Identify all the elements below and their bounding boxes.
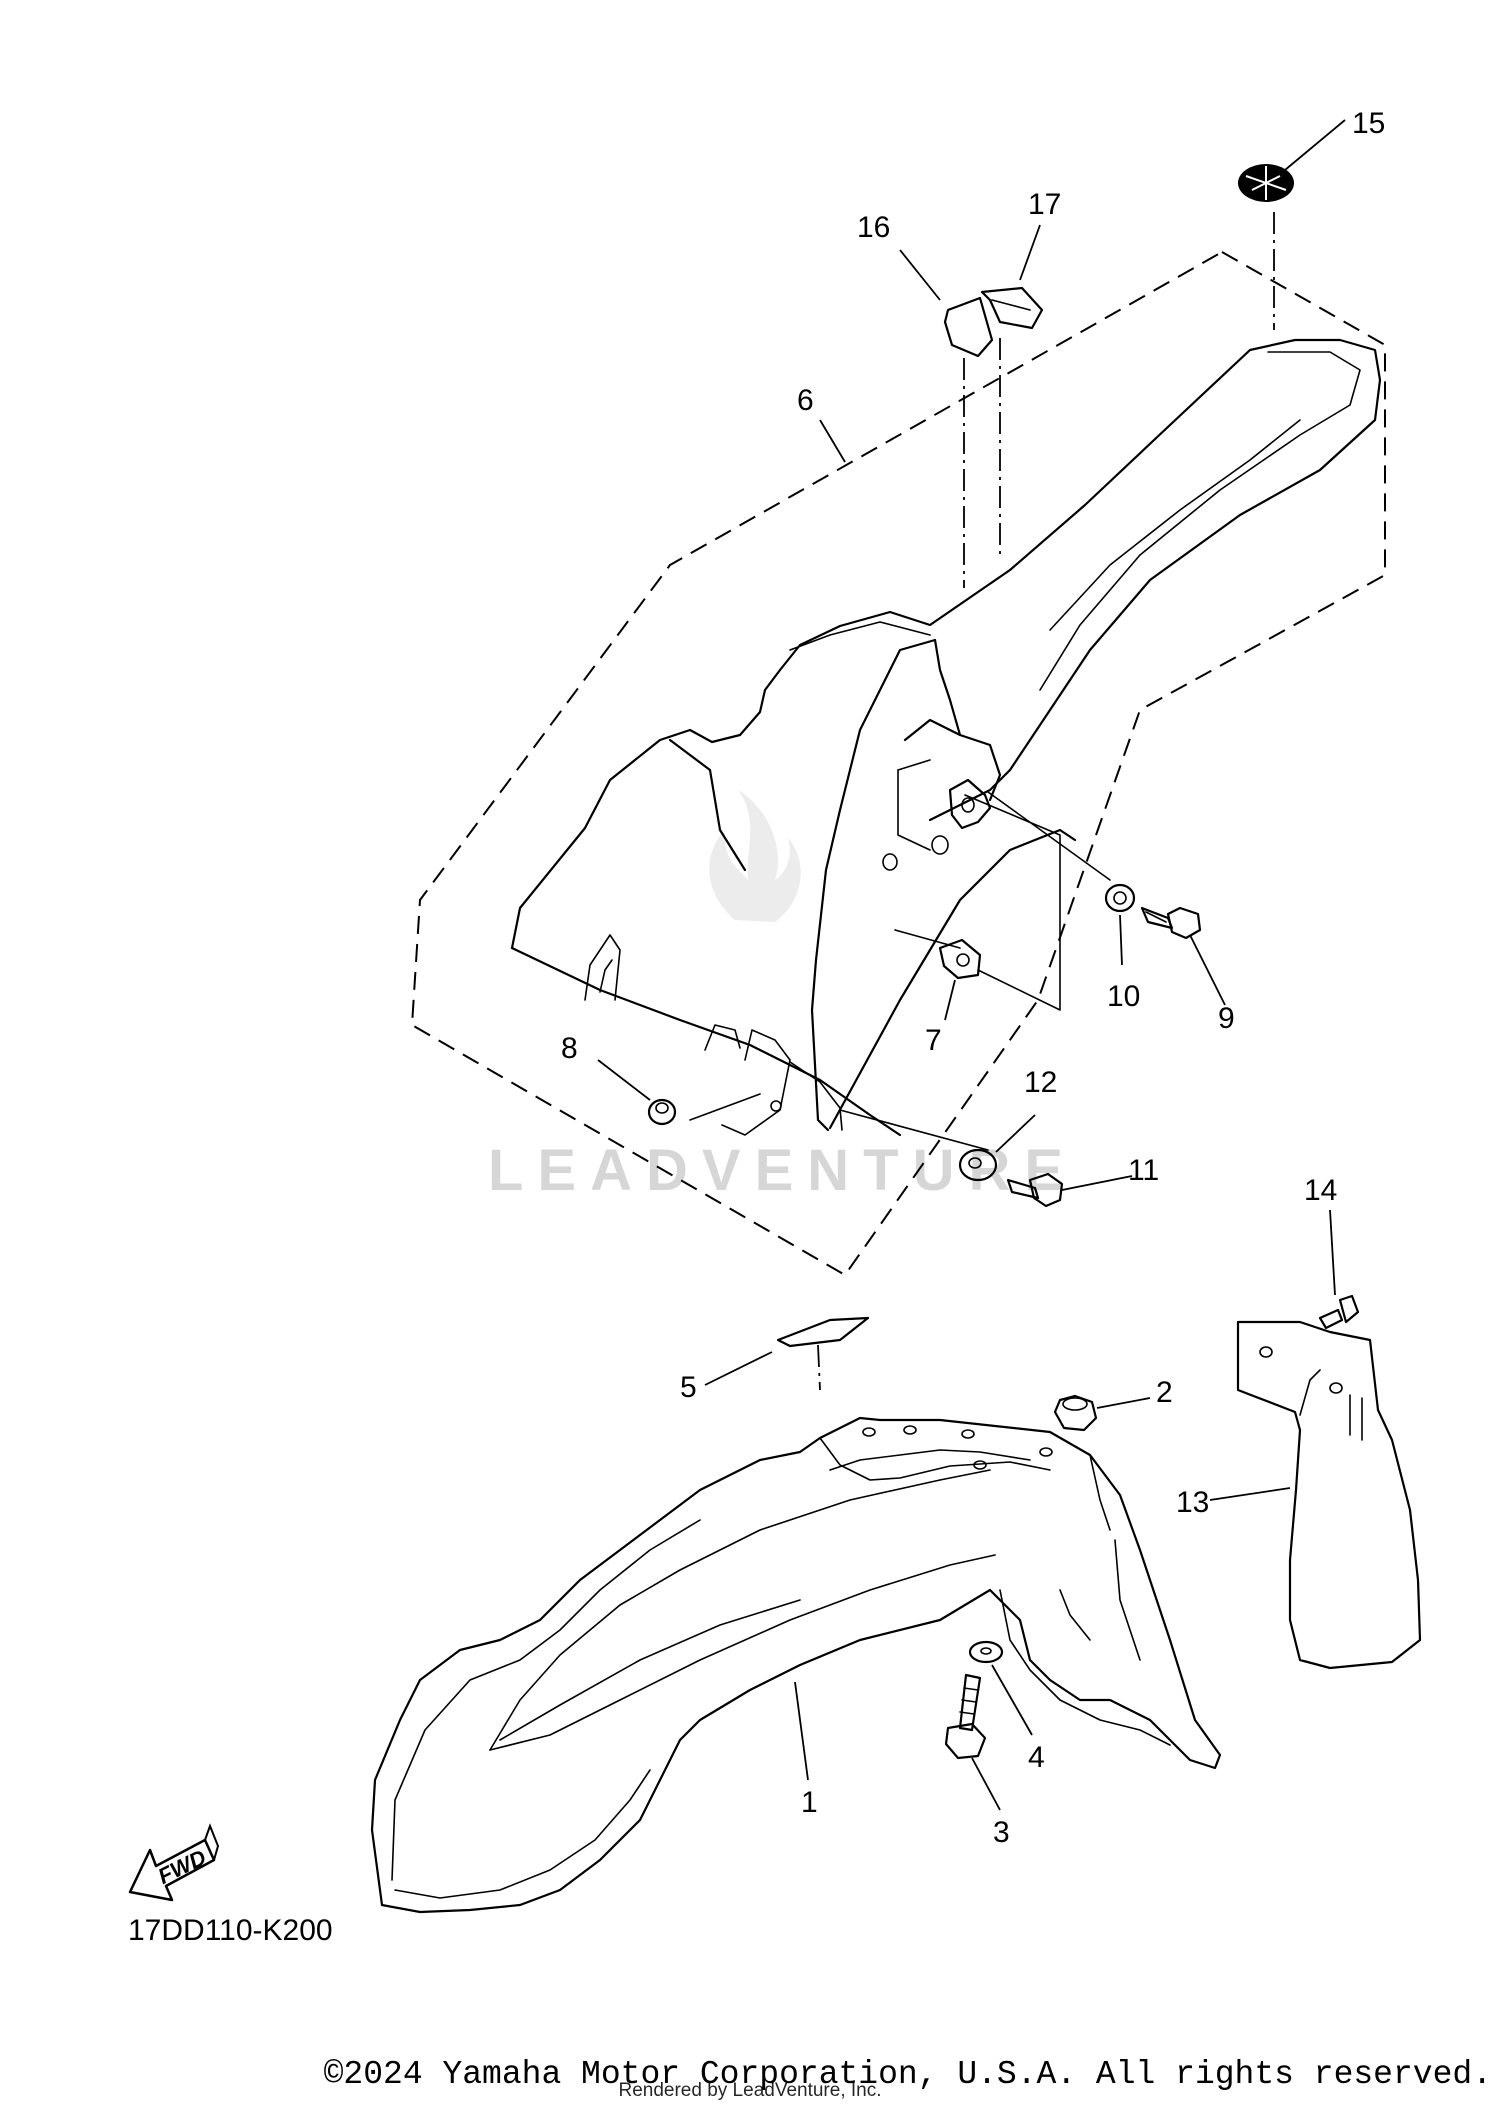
callout-labels: 15 16 17 6 10 9 7 8 12 11 14 5 2 13 4 1 … xyxy=(561,107,1385,1849)
washer-10 xyxy=(1104,883,1136,913)
decal-16 xyxy=(943,296,994,358)
callout-12: 12 xyxy=(1024,1066,1057,1099)
callout-7: 7 xyxy=(925,1024,942,1057)
callout-13: 13 xyxy=(1176,1486,1209,1519)
callout-5: 5 xyxy=(680,1371,697,1404)
fwd-arrow-icon: FWD xyxy=(128,1823,220,1902)
bolt-9 xyxy=(1140,906,1202,940)
emblem-15 xyxy=(1238,164,1294,202)
screw-14 xyxy=(1318,1294,1360,1330)
callout-8: 8 xyxy=(561,1032,578,1065)
diagram-code: 17DD110-K200 xyxy=(128,1914,333,1947)
callout-2: 2 xyxy=(1156,1376,1173,1409)
center-lines xyxy=(689,212,1275,1391)
leader-lines xyxy=(597,119,1346,1811)
callout-9: 9 xyxy=(1218,1002,1235,1035)
washer-12 xyxy=(958,1148,998,1182)
bolt-3 xyxy=(944,1673,987,1760)
collar-8 xyxy=(647,1098,677,1126)
decal-17 xyxy=(980,286,1044,330)
bolt-11 xyxy=(1006,1172,1064,1208)
copyright-text: ©2024 Yamaha Motor Corporation, U.S.A. A… xyxy=(323,2056,1492,2093)
callout-16: 16 xyxy=(857,211,890,244)
callout-15: 15 xyxy=(1352,107,1385,140)
watermark: LEADVENTURE xyxy=(488,790,1077,1203)
assembly-boundary-6 xyxy=(410,250,1386,1277)
rendered-by-text: Rendered by LeadVenture, Inc. xyxy=(618,2080,882,2101)
front-fender-1 xyxy=(370,1416,1222,1914)
callout-3: 3 xyxy=(993,1816,1010,1849)
callout-6: 6 xyxy=(797,384,814,417)
watermark-flame-icon xyxy=(709,790,801,922)
callout-11: 11 xyxy=(1128,1154,1159,1187)
label-5 xyxy=(776,1316,870,1348)
callout-14: 14 xyxy=(1304,1174,1337,1207)
nut-7 xyxy=(938,938,982,980)
callout-10: 10 xyxy=(1107,980,1140,1013)
grommet-2 xyxy=(1053,1394,1098,1432)
rear-fender-6 xyxy=(510,338,1382,1137)
callout-4: 4 xyxy=(1028,1741,1045,1774)
watermark-text: LEADVENTURE xyxy=(488,1138,1077,1203)
callout-1: 1 xyxy=(801,1786,818,1819)
callout-17: 17 xyxy=(1028,188,1061,221)
washer-4 xyxy=(968,1640,1004,1664)
mud-flap-13 xyxy=(1236,1320,1422,1670)
